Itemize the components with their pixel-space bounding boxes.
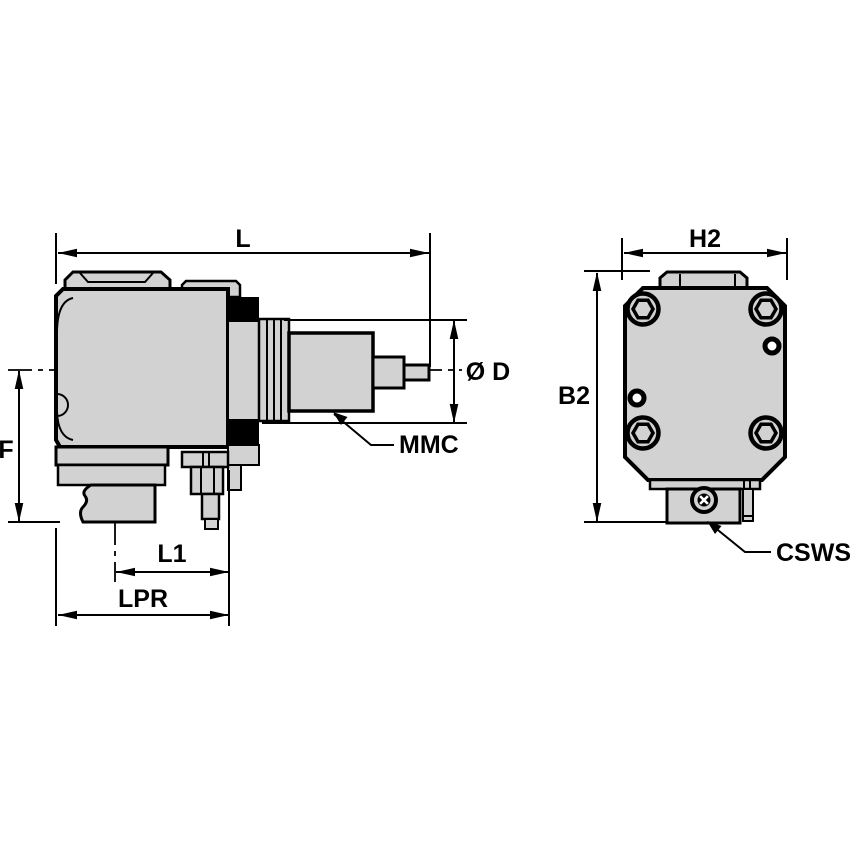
dim-height-b2: B2 <box>558 270 670 523</box>
bottom-band-1 <box>54 445 170 467</box>
bottom-band-2 <box>56 463 167 487</box>
screw-cross-slot <box>699 495 709 505</box>
dim-label-mmc: MMC <box>399 431 459 459</box>
pin-hole-right <box>762 336 782 356</box>
tenon-screw <box>690 486 718 514</box>
b2-arrow-bottom <box>592 503 602 522</box>
body-bump-arc <box>56 393 69 417</box>
bolt-hex-socket <box>630 422 656 444</box>
b2-arrow-top <box>592 272 602 291</box>
clamp-block <box>79 483 157 524</box>
csws-arrowhead <box>707 521 722 534</box>
bolt-top-right <box>748 291 784 327</box>
fitting-nut <box>189 465 225 496</box>
side-view: L F <box>0 225 510 626</box>
l-arrow-right <box>410 248 429 258</box>
bolt-hex-socket <box>753 298 779 320</box>
dim-label-d: Ø D <box>466 358 510 386</box>
pin-hole-left <box>627 388 647 408</box>
f-arrow-top <box>14 370 24 389</box>
mmc-leader-line <box>333 413 394 446</box>
dim-length-l: L <box>55 225 431 367</box>
dim-label-h2: H2 <box>689 225 721 253</box>
l1-arrow-right <box>210 567 229 577</box>
d-arrow-bottom <box>449 404 459 423</box>
fitting-pipe <box>200 492 221 521</box>
bolt-hex-socket <box>630 298 656 320</box>
dim-label-l1: L1 <box>157 540 186 568</box>
callout-csws: CSWS <box>707 521 851 567</box>
dim-length-l1: L1 <box>116 540 229 577</box>
h2-arrow-right <box>767 248 786 258</box>
body-corner-arc-top <box>56 297 74 331</box>
dim-label-l: L <box>235 225 250 253</box>
lpr-arrow-right <box>210 610 229 620</box>
shaft-tip <box>402 363 431 382</box>
mmc-arrowhead <box>333 412 348 425</box>
h2-arrow-left <box>624 248 643 258</box>
dim-width-h2: H2 <box>621 225 788 280</box>
clamping-nut-body <box>287 331 375 413</box>
top-key-recess <box>79 272 154 283</box>
l1-arrow-left <box>116 567 135 577</box>
fitting-pipe-tip <box>204 518 219 530</box>
screw-slot-horizontal <box>699 495 709 505</box>
dim-diameter-d: Ø D <box>262 319 510 424</box>
d-arrow-top <box>449 320 459 339</box>
bolt-bottom-right <box>748 415 784 451</box>
bolt-top-left <box>625 291 661 327</box>
dim-label-csws: CSWS <box>776 539 851 567</box>
dim-label-f: F <box>0 436 14 464</box>
callout-mmc: MMC <box>333 412 459 459</box>
flange-step-1 <box>227 444 260 466</box>
flange-seal-top <box>228 297 259 322</box>
f-arrow-bottom <box>14 503 24 522</box>
csws-leader-line <box>707 521 771 553</box>
dim-length-lpr: LPR <box>55 470 230 626</box>
front-view: H2 B2 <box>558 225 851 567</box>
dim-label-lpr: LPR <box>118 585 168 613</box>
main-body <box>54 287 230 449</box>
fitting-bar <box>180 450 230 469</box>
bolt-bottom-left <box>625 415 661 451</box>
dim-label-b2: B2 <box>558 382 590 410</box>
l-arrow-left <box>58 248 77 258</box>
tenon-side-bar <box>742 488 754 522</box>
dim-height-f: F <box>0 370 60 523</box>
bolt-hex-socket <box>753 422 779 444</box>
lpr-arrow-left <box>58 610 77 620</box>
shaft-step <box>371 355 406 390</box>
flange-seal-bottom <box>228 419 259 445</box>
flange-plate <box>227 320 260 421</box>
